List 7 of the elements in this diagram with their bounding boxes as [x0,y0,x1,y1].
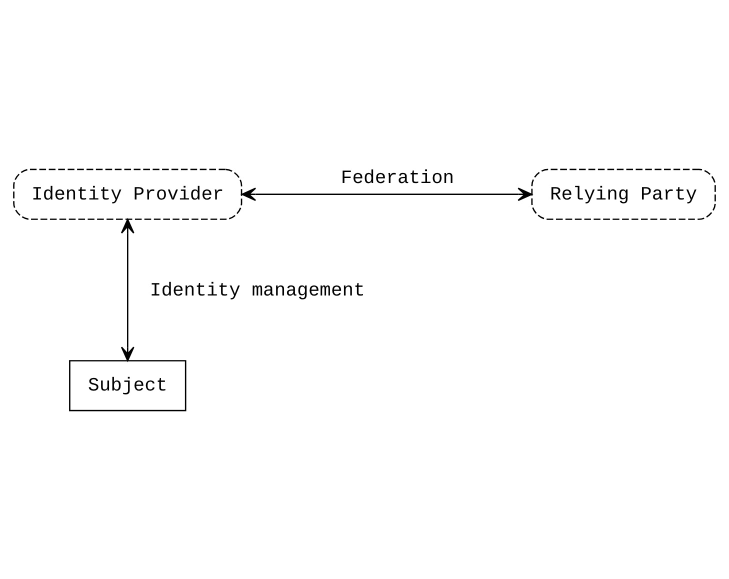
arrow [241,187,532,201]
arrow [120,218,134,361]
edge-label: Identity management [150,279,365,302]
edge-label: Federation [340,166,454,189]
node-box: Identity Provider [13,168,242,220]
node-box: Relying Party [531,168,716,220]
node-box: Subject [69,360,186,411]
